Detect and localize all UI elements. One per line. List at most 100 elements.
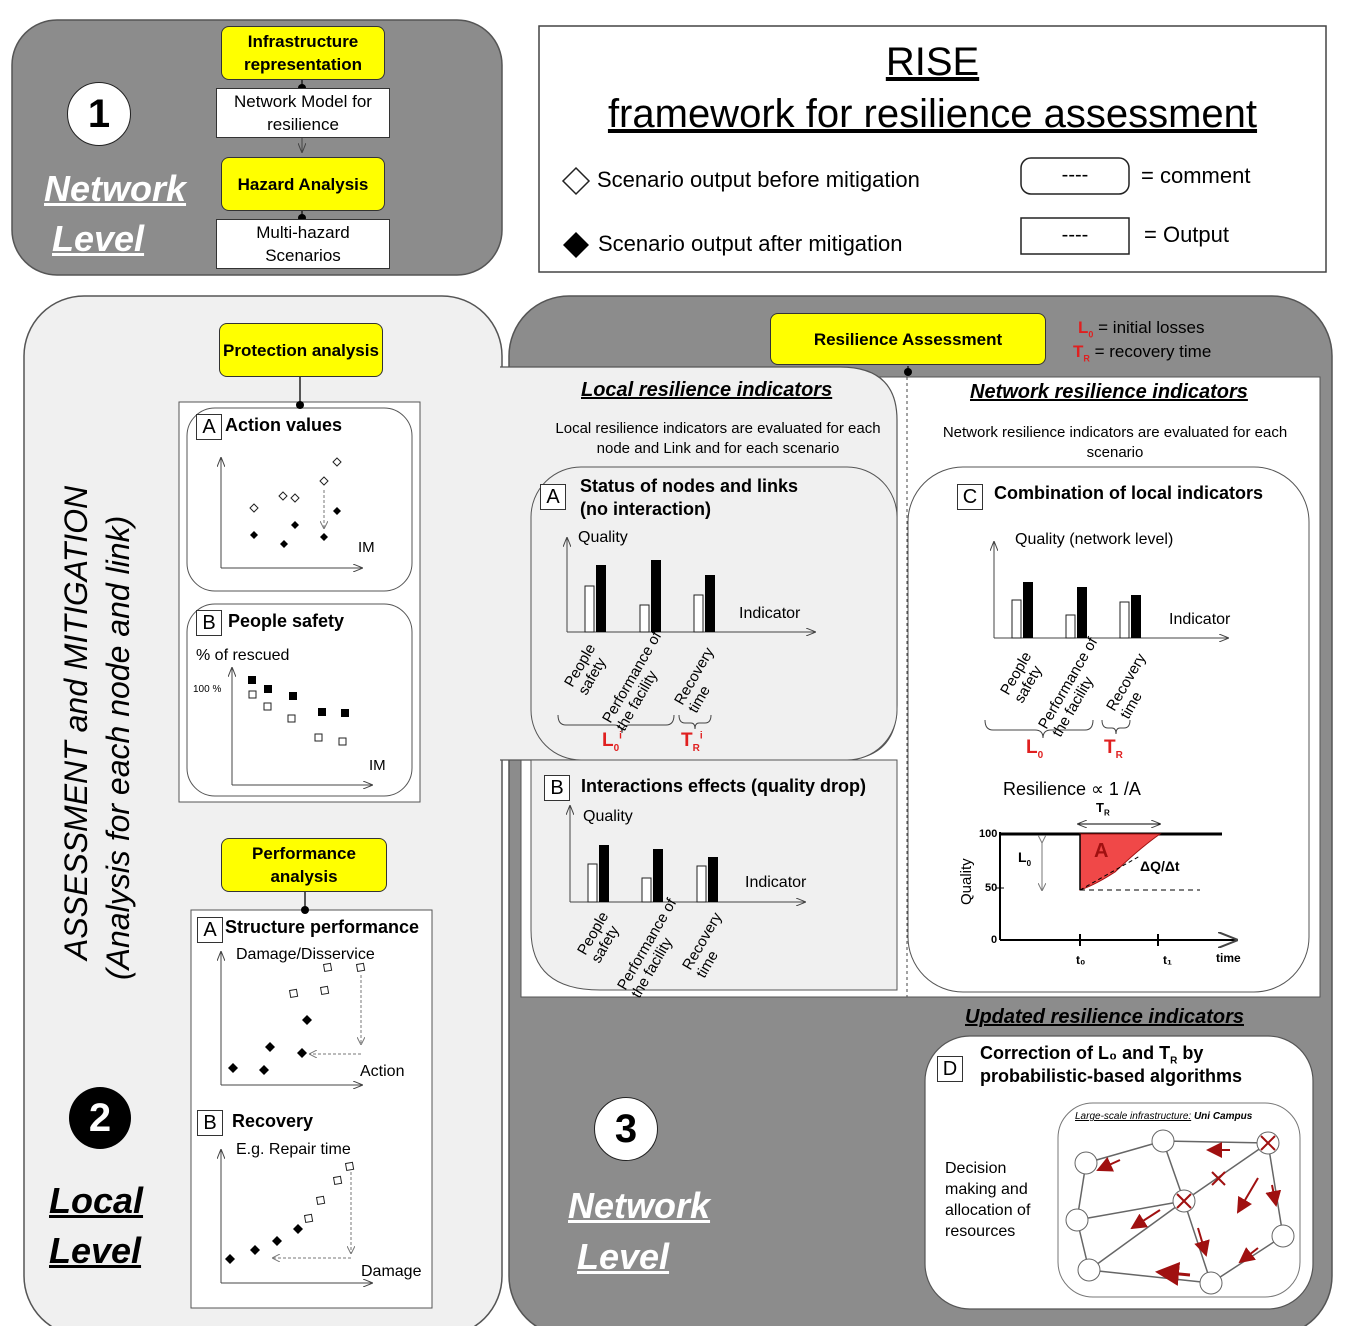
graph-tick-100: 100 [979, 828, 998, 840]
action-values-plot [221, 458, 362, 568]
legend-output-box: ---- [1061, 224, 1089, 246]
title-framework: framework for resilience assessment [607, 92, 1258, 136]
resilience-formula: Resilience ∝ 1 /A [1003, 779, 1141, 799]
graph-slope-label: ΔQ/Δt [1140, 858, 1180, 874]
decision-text: Decision making and allocation of resour… [945, 1160, 1031, 1240]
status-xlabel: Indicator [739, 605, 801, 622]
campus-title: Large-scale infrastructure: Uni Campus [1075, 1111, 1252, 1122]
structure-xlabel: Action [360, 1063, 405, 1080]
interactions-chart [570, 806, 805, 902]
people-safety-ylabel: % of rescued [196, 647, 290, 664]
recovery-xlabel: Damage [361, 1263, 422, 1280]
status-ylabel: Quality [578, 529, 628, 546]
recovery-plot [221, 1150, 372, 1283]
structure-letter: A [197, 917, 223, 943]
step-2-circle: 2 [69, 1087, 131, 1149]
network-tr-label: TR [1104, 737, 1123, 761]
people-safety-letter: B [196, 610, 222, 636]
people-safety-xlabel: IM [369, 757, 386, 774]
local-status-chart [557, 538, 815, 734]
local-indicators-heading: Local resilience indicators [581, 379, 833, 401]
graph-tick-50: 50 [985, 882, 998, 894]
correction-title-2: probabilistic-based algorithms [980, 1066, 1243, 1086]
graph-t1: t₁ [1163, 953, 1172, 967]
structure-title: Structure performance [225, 917, 420, 937]
updated-indicators-heading: Updated resilience indicators [965, 1006, 1244, 1028]
network-combination-chart [984, 542, 1228, 739]
panel-1-bg [11, 19, 503, 276]
campus-title-text: Large-scale infrastructure: [1075, 1111, 1192, 1122]
recovery-letter: B [197, 1110, 223, 1136]
legend-frame [538, 25, 1327, 273]
legend-after: Scenario output after mitigation [598, 231, 903, 256]
status-letter: A [540, 484, 566, 510]
correction-title-1: Correction of L₀ and TR by [980, 1043, 1204, 1067]
l0-definition-text: = initial losses [1098, 318, 1205, 337]
graph-t0: t₀ [1076, 953, 1086, 967]
interactions-ylabel: Quality [583, 808, 633, 825]
correction-title-1b: by [1182, 1043, 1204, 1063]
structure-ylabel: Damage/Disservice [236, 946, 375, 963]
title-rise: RISE [885, 40, 980, 84]
resilience-assessment-box: Resilience Assessment [770, 313, 1046, 365]
combination-xlabel: Indicator [1169, 611, 1231, 628]
people-safety-plot [232, 668, 372, 785]
status-title-2: (no interaction) [580, 499, 711, 519]
people-safety-ytick: 100 % [193, 684, 222, 695]
l0-definition: L0 = initial losses [1078, 318, 1204, 339]
combination-title: Combination of local indicators [994, 483, 1264, 503]
action-values-title: Action values [225, 415, 343, 435]
action-values-xlabel: IM [358, 539, 375, 556]
local-indicators-desc: Local resilience indicators are evaluate… [555, 420, 881, 457]
panel3-level-label: Level [577, 1236, 670, 1277]
graph-l0-label: L0 [1018, 849, 1032, 868]
interactions-letter: B [544, 775, 570, 801]
local-tr-label: TRi [681, 730, 703, 754]
protection-analysis-box: Protection analysis [219, 323, 383, 377]
graph-xlabel: time [1216, 951, 1241, 965]
network-indicators-heading: Network resilience indicators [970, 381, 1248, 403]
tr-definition: TR = recovery time [1073, 342, 1211, 363]
multi-hazard-box: Multi-hazard Scenarios [216, 219, 390, 269]
graph-tick-0: 0 [991, 934, 998, 946]
panel2-vertical-title: ASSESSMENT and MITIGATION (Analysis for … [55, 480, 139, 980]
hazard-analysis-box: Hazard Analysis [221, 157, 385, 211]
graph-tr-label: TR [1096, 800, 1110, 818]
tr-symbol: TR [1073, 342, 1090, 364]
step-1-circle: 1 [67, 82, 131, 146]
l0-symbol: L0 [1078, 318, 1094, 340]
recovery-title: Recovery [232, 1111, 314, 1131]
network-model-box: Network Model for resilience [216, 88, 390, 138]
vertical-title-line1: ASSESSMENT and MITIGATION [58, 485, 94, 960]
combination-letter: C [957, 484, 983, 510]
graph-ylabel: Quality [958, 858, 975, 905]
interactions-xlabel: Indicator [745, 874, 807, 891]
resilience-curve-graph [996, 824, 1236, 946]
legend-comment-box: ---- [1061, 164, 1089, 186]
vertical-title-line2: (Analysis for each node and link) [100, 515, 136, 980]
panel1-level-network: Network [44, 168, 187, 209]
combination-ylabel: Quality (network level) [1015, 531, 1174, 548]
people-safety-title: People safety [228, 611, 345, 631]
correction-letter: D [937, 1056, 963, 1082]
performance-analysis-box: Performance analysis [221, 838, 387, 892]
panel2-level-local: Local [49, 1180, 144, 1221]
structure-performance-plot [221, 952, 366, 1085]
action-values-letter: A [196, 414, 222, 440]
legend-output-label: = Output [1144, 222, 1230, 247]
correction-title-1-text: Correction of L₀ and T [980, 1043, 1171, 1063]
legend-comment-label: = comment [1141, 163, 1251, 188]
panel2-level-label: Level [49, 1230, 142, 1271]
interactions-title: Interactions effects (quality drop) [581, 776, 867, 796]
network-l0-label: L0 [1026, 737, 1044, 761]
panel1-level-label: Level [52, 218, 145, 259]
network-indicators-desc: Network resilience indicators are evalua… [942, 424, 1288, 461]
panel3-level-network: Network [568, 1185, 711, 1226]
status-title-1: Status of nodes and links [580, 476, 799, 496]
graph-area-label: A [1094, 840, 1109, 862]
recovery-ylabel: E.g. Repair time [236, 1141, 351, 1158]
infrastructure-representation-box: Infrastructure representation [221, 26, 385, 80]
campus-name: Uni Campus [1193, 1111, 1253, 1122]
legend-before: Scenario output before mitigation [597, 167, 920, 192]
